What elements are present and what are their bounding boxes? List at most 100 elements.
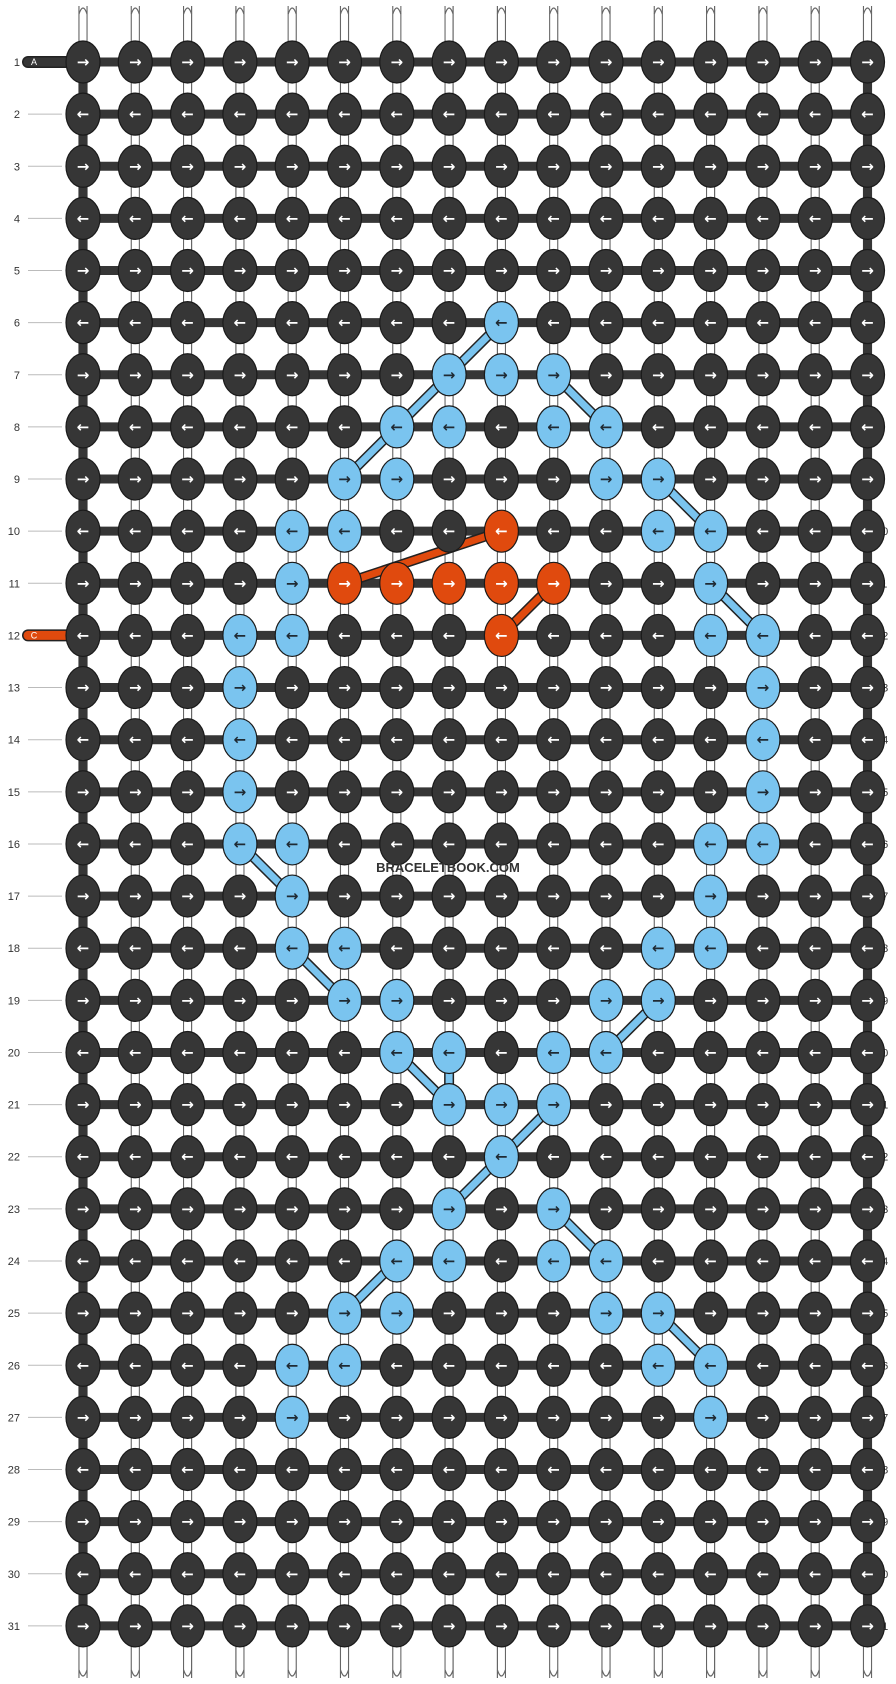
knot-arrow-icon: →	[181, 991, 194, 1009]
knot-arrow-icon: ←	[129, 1565, 142, 1583]
knot	[326, 301, 363, 345]
knot-arrow-icon: ←	[391, 105, 404, 123]
knot-arrow-icon: ←	[547, 522, 560, 540]
knot	[483, 92, 519, 136]
knot-arrow-icon: ←	[286, 626, 299, 644]
knot	[65, 665, 101, 710]
knot-arrow-icon: ←	[600, 731, 613, 749]
knot	[170, 822, 206, 866]
knot	[170, 770, 206, 814]
knot-arrow-icon: →	[443, 470, 456, 488]
knot	[588, 1447, 624, 1492]
knot-arrow-icon: ←	[809, 1252, 822, 1270]
knot	[326, 770, 363, 814]
knot-arrow-icon: →	[809, 366, 822, 384]
row-number-left: 3	[14, 161, 20, 173]
knot-arrow-icon: ←	[391, 418, 404, 436]
knot-arrow-icon: →	[286, 991, 299, 1009]
knot	[640, 196, 676, 240]
knot	[797, 874, 833, 918]
knot-arrow-icon: ←	[391, 314, 404, 332]
knot	[692, 1291, 729, 1335]
knot	[588, 561, 624, 605]
knot-arrow-icon: ←	[861, 626, 874, 644]
knot	[274, 40, 310, 84]
knot	[170, 353, 206, 397]
knot-arrow-icon: →	[600, 1408, 613, 1426]
knot-arrow-icon: →	[652, 1096, 665, 1114]
knot	[588, 1604, 624, 1648]
row-number-left: 16	[8, 839, 20, 851]
string-bottom-cap	[183, 1669, 193, 1677]
row-number-left: 19	[8, 995, 20, 1007]
knot-arrow-icon: ←	[704, 835, 717, 853]
knot-arrow-icon: ←	[757, 418, 770, 436]
knot	[692, 1604, 729, 1648]
string-top-cap	[601, 7, 611, 15]
knot	[431, 1239, 467, 1283]
knot-arrow-icon: →	[652, 1304, 665, 1322]
knot	[117, 405, 153, 449]
knot	[797, 457, 833, 501]
knot-arrow-icon: →	[861, 470, 874, 488]
knot	[65, 874, 101, 918]
knot-arrow-icon: ←	[129, 1461, 142, 1479]
knot	[117, 1604, 153, 1648]
knot	[431, 1291, 467, 1335]
knot-arrow-icon: →	[704, 1513, 717, 1531]
knot-arrow-icon: →	[391, 470, 404, 488]
knot	[745, 196, 781, 240]
knot	[745, 353, 781, 397]
knot-arrow-icon: →	[809, 1408, 822, 1426]
knot-arrow-icon: ←	[181, 105, 194, 123]
knot-arrow-icon: →	[286, 1200, 299, 1218]
knot-arrow-icon: →	[181, 53, 194, 71]
knot-arrow-icon: →	[757, 1408, 770, 1426]
knot	[483, 1291, 519, 1335]
knot-arrow-icon: →	[495, 262, 508, 280]
knot-arrow-icon: →	[181, 262, 194, 280]
string-bottom-cap	[444, 1669, 454, 1677]
knot-arrow-icon: →	[547, 1617, 560, 1635]
knot	[431, 509, 467, 553]
knot	[536, 770, 572, 814]
knot	[274, 561, 310, 605]
knot-arrow-icon: ←	[286, 1461, 299, 1479]
knot-arrow-icon: →	[443, 1617, 456, 1635]
knot-arrow-icon: →	[704, 1096, 717, 1114]
knot-arrow-icon: ←	[652, 1565, 665, 1583]
knot-arrow-icon: ←	[443, 522, 456, 540]
knot-arrow-icon: ←	[547, 1252, 560, 1270]
row-number-left: 4	[14, 213, 20, 225]
knot-arrow-icon: →	[861, 574, 874, 592]
knot-arrow-icon: →	[861, 991, 874, 1009]
knot	[849, 1239, 886, 1283]
knot	[640, 457, 676, 501]
knot-arrow-icon: →	[181, 1513, 194, 1531]
knot-arrow-icon: →	[286, 679, 299, 697]
knot	[640, 40, 676, 84]
knot-arrow-icon: ←	[757, 1461, 770, 1479]
knot	[274, 1447, 310, 1492]
knot-arrow-icon: →	[234, 262, 247, 280]
knot	[797, 1395, 833, 1439]
knot	[117, 196, 153, 240]
knot	[274, 613, 310, 658]
knot-arrow-icon: →	[861, 53, 874, 71]
knot-arrow-icon: ←	[443, 1043, 456, 1061]
knot-arrow-icon: →	[809, 1096, 822, 1114]
knot	[117, 40, 153, 84]
knot	[326, 718, 363, 762]
knot-arrow-icon: ←	[234, 1356, 247, 1374]
knot	[588, 613, 624, 658]
knot	[745, 1187, 781, 1231]
knot	[274, 718, 310, 762]
knot-arrow-icon: ←	[391, 1565, 404, 1583]
knot	[692, 978, 729, 1022]
knot-arrow-icon: →	[234, 1096, 247, 1114]
knot	[222, 40, 258, 84]
knot-arrow-icon: →	[547, 679, 560, 697]
knot-arrow-icon: ←	[652, 835, 665, 853]
knot-arrow-icon: →	[600, 470, 613, 488]
knot-arrow-icon: ←	[704, 1148, 717, 1166]
